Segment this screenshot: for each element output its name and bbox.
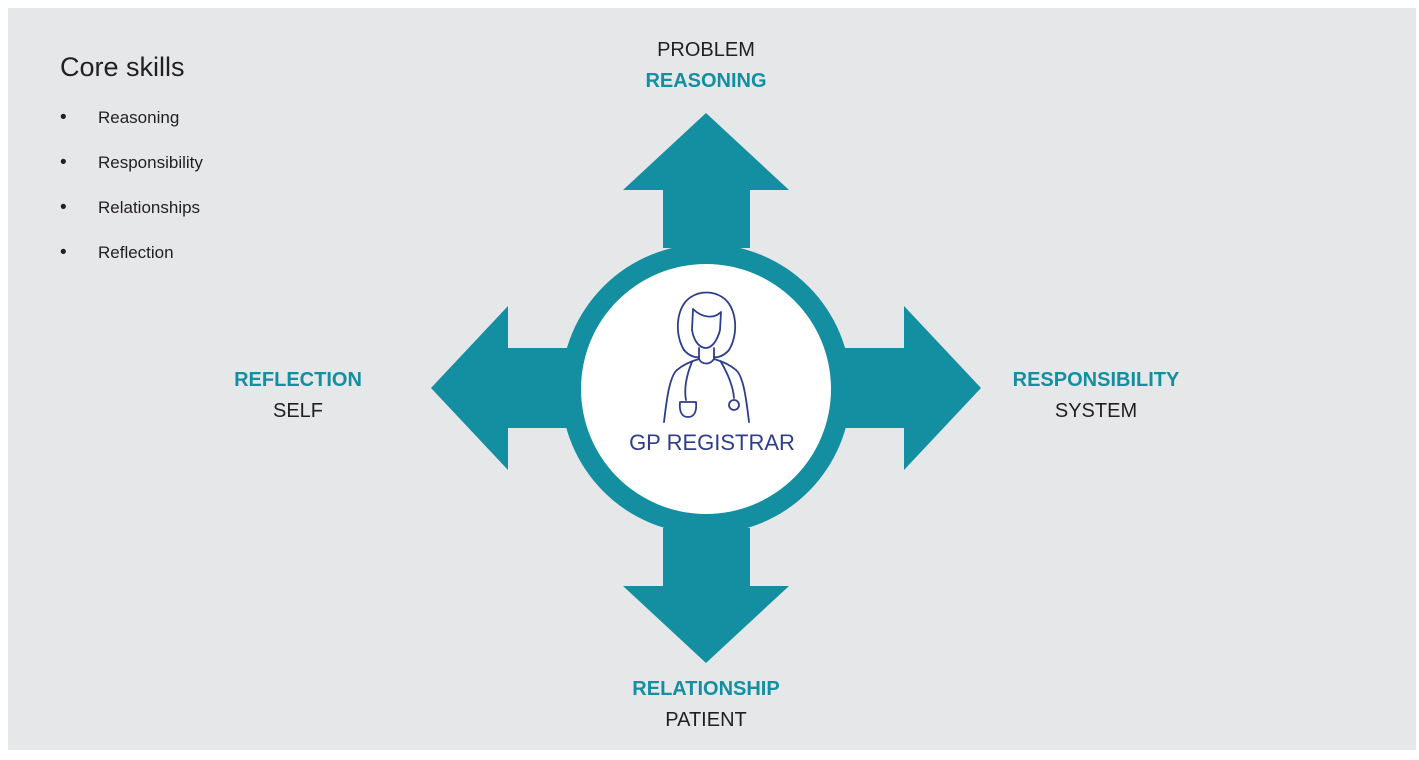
skill-label: Responsibility: [98, 153, 203, 172]
list-item: • Relationships: [60, 196, 203, 241]
arrow-up: [623, 113, 789, 248]
skill-label: Reasoning: [98, 108, 180, 127]
diagram-panel: GP REGISTRAR Core skills • Reasoning • Res…: [8, 8, 1416, 750]
right-label-plain: SYSTEM: [1054, 400, 1138, 422]
center-label: GP REGISTRAR: [629, 430, 795, 455]
skills-list: • Reasoning • Responsibility • Relationship…: [60, 106, 203, 286]
arrow-left: [431, 306, 578, 470]
sidebar-title: Core skills: [60, 52, 185, 82]
bullet-icon: •: [60, 197, 67, 218]
bullet-icon: •: [60, 107, 67, 128]
bottom-label-plain: PATIENT: [665, 709, 747, 731]
list-item: • Responsibility: [60, 151, 203, 196]
bullet-icon: •: [60, 242, 67, 263]
top-label: PROBLEM REASONING: [606, 35, 806, 97]
arrow-down: [623, 528, 789, 663]
skill-label: Reflection: [98, 243, 174, 262]
left-label: REFLECTION SELF: [208, 365, 388, 427]
center-disc: [581, 264, 831, 514]
list-item: • Reflection: [60, 241, 203, 286]
list-item: • Reasoning: [60, 106, 203, 151]
arrow-right: [834, 306, 981, 470]
right-label: RESPONSIBILITY SYSTEM: [986, 365, 1206, 427]
skill-label: Relationships: [98, 198, 201, 217]
top-label-plain: PROBLEM: [657, 39, 755, 61]
bottom-label-strong: RELATIONSHIP: [632, 678, 780, 700]
bullet-icon: •: [60, 152, 67, 173]
top-label-strong: REASONING: [645, 70, 767, 92]
arrows-diagram: [431, 113, 981, 663]
doctor-with-stethoscope-icon: [663, 291, 750, 423]
left-label-strong: REFLECTION: [234, 369, 362, 391]
right-label-strong: RESPONSIBILITY: [1012, 369, 1180, 391]
left-label-plain: SELF: [272, 400, 324, 422]
bottom-label: RELATIONSHIP PATIENT: [586, 674, 826, 736]
